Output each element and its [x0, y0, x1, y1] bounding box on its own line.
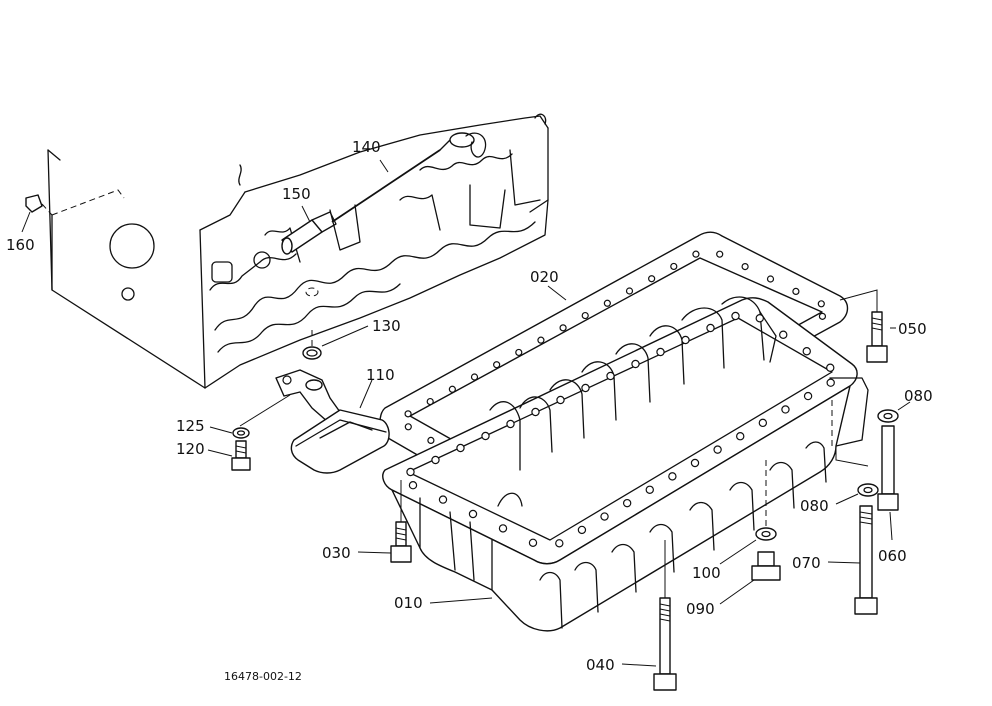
- bolt-hole: [426, 397, 434, 406]
- bolt-hole: [818, 312, 827, 320]
- bolt-hole: [656, 347, 665, 357]
- bolt-hole: [625, 287, 634, 295]
- callout-070: 070: [792, 554, 821, 572]
- bolt-hole: [603, 299, 611, 307]
- engine-block: [47, 113, 549, 389]
- bolt-hole: [448, 385, 456, 393]
- part-120-bolt: [207, 440, 251, 471]
- bolt-hole: [741, 263, 749, 271]
- callout-160: 160: [6, 236, 35, 254]
- bolt-hole: [438, 495, 448, 504]
- part-160-plug: [21, 194, 53, 233]
- part-110-strainer: [239, 369, 390, 474]
- bolt-hole: [792, 287, 800, 295]
- callout-040: 040: [586, 656, 615, 674]
- bolt-hole: [559, 324, 567, 332]
- callout-110: 110: [366, 366, 395, 384]
- bolt-hole: [736, 432, 745, 441]
- bolt-hole: [668, 472, 677, 481]
- part-050-bolt: [839, 289, 896, 363]
- callout-120: 120: [176, 440, 205, 458]
- bolt-hole: [531, 407, 540, 417]
- bolt-hole: [515, 348, 523, 357]
- bolt-hole: [716, 250, 724, 258]
- bolt-hole: [670, 262, 678, 271]
- bolt-hole: [537, 336, 545, 344]
- callout-125: 125: [176, 417, 205, 435]
- bolt-hole: [481, 431, 490, 441]
- part-080-washer-lower: [835, 483, 879, 505]
- bolt-hole: [404, 410, 412, 418]
- bolt-hole: [581, 311, 589, 320]
- callout-020: 020: [530, 268, 559, 286]
- part-030-bolt: [357, 480, 412, 563]
- bolt-hole: [758, 418, 768, 428]
- bolt-hole: [468, 509, 478, 519]
- bolt-hole: [681, 335, 690, 345]
- part-140-dipstick: [331, 132, 487, 223]
- bolt-hole: [826, 378, 835, 387]
- bolt-hole: [404, 423, 412, 431]
- bolt-hole: [470, 373, 479, 381]
- bolt-hole: [528, 538, 538, 548]
- callout-080-lower: 080: [800, 497, 829, 515]
- bolt-hole: [556, 395, 565, 405]
- bolt-hole: [781, 405, 790, 414]
- callout-050: 050: [898, 320, 927, 338]
- part-090-drain-plug: [719, 551, 781, 605]
- bolt-hole: [779, 330, 788, 339]
- bolt-hole: [606, 371, 615, 381]
- part-060-stud: [835, 425, 899, 541]
- bolt-hole: [731, 311, 740, 321]
- callout-130: 130: [372, 317, 401, 335]
- bolt-hole: [826, 363, 835, 372]
- bolt-hole: [408, 481, 418, 490]
- bolt-hole: [631, 359, 640, 369]
- part-080-washer-upper: [877, 401, 911, 423]
- callout-030: 030: [322, 544, 351, 562]
- part-010-oil-pan: [382, 296, 869, 632]
- bolt-hole: [692, 250, 700, 258]
- callout-150: 150: [282, 185, 311, 203]
- bolt-hole: [581, 383, 590, 393]
- bolt-hole: [622, 498, 632, 508]
- bolt-hole: [645, 485, 654, 494]
- bolt-hole: [706, 323, 715, 333]
- callout-090: 090: [686, 600, 715, 618]
- bolt-hole: [817, 300, 825, 308]
- callout-100: 100: [692, 564, 721, 582]
- bolt-hole: [431, 455, 440, 465]
- bolt-hole: [498, 524, 508, 533]
- bolt-hole: [555, 539, 564, 548]
- callout-010: 010: [394, 594, 423, 612]
- bolt-hole: [690, 458, 700, 468]
- bolt-hole: [577, 525, 587, 535]
- bolt-hole: [802, 347, 811, 356]
- bolt-hole: [406, 467, 415, 477]
- bolt-hole: [493, 361, 501, 369]
- part-100-washer: [719, 460, 777, 565]
- bolt-hole: [803, 391, 813, 401]
- part-070-stud: [827, 505, 878, 615]
- bolt-hole: [456, 443, 465, 453]
- bolt-hole: [600, 512, 609, 521]
- bolt-hole: [713, 445, 722, 454]
- bolt-hole: [766, 275, 775, 283]
- drawing-code: 16478-002-12: [224, 670, 302, 683]
- part-130-o-ring: [302, 325, 369, 360]
- bolt-hole: [648, 275, 656, 283]
- bolt-hole: [755, 314, 764, 323]
- bolt-hole: [427, 436, 435, 444]
- callout-060: 060: [878, 547, 907, 565]
- bolt-hole: [506, 419, 515, 429]
- part-125-washer: [209, 426, 250, 439]
- part-040-bolt: [621, 540, 677, 691]
- part-150-guide: [281, 205, 337, 255]
- callout-140: 140: [352, 138, 381, 156]
- callout-080-upper: 080: [904, 387, 933, 405]
